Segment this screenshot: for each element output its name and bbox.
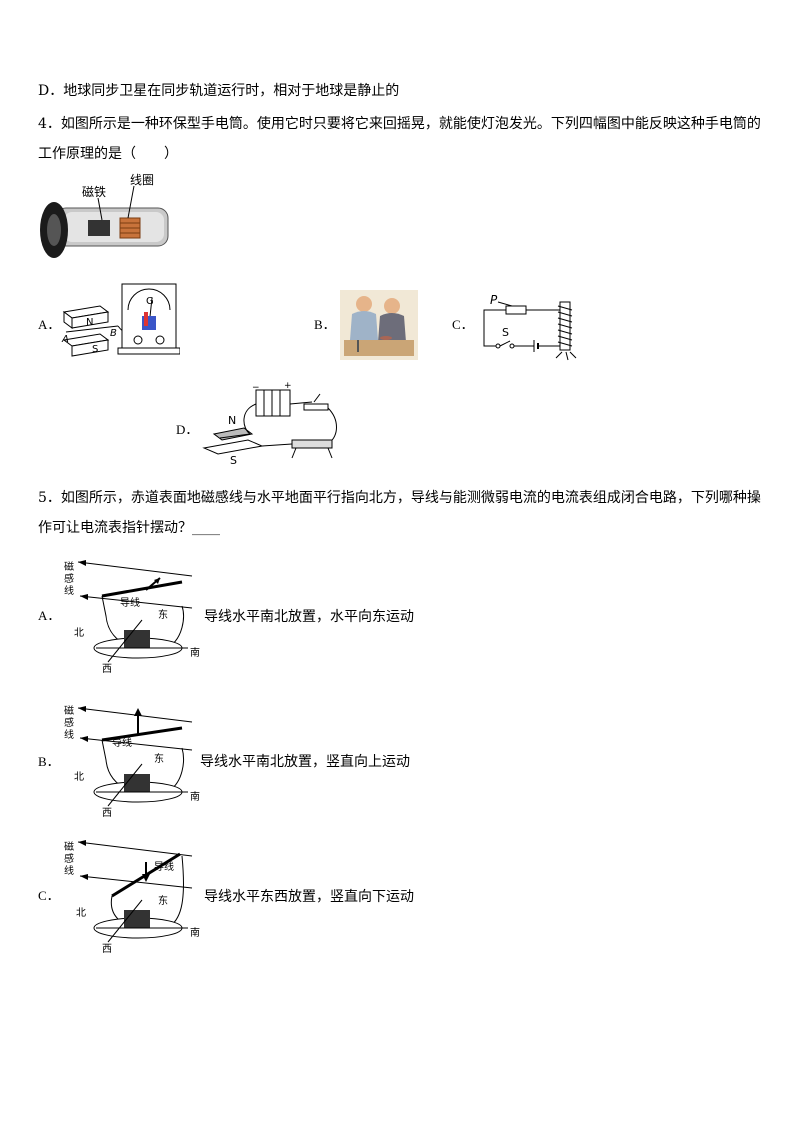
d-north-label: N xyxy=(228,414,236,427)
west-label: 西 xyxy=(102,944,112,955)
q5-option-c-text: 导线水平东西放置，竖直向下运动 xyxy=(204,889,414,905)
field-label-char: 磁 xyxy=(64,560,74,573)
field-label-char: 线 xyxy=(64,728,74,741)
q5-stem-line1: 5．如图所示，赤道表面地磁感线与水平地面平行指向北方，导线与能测微弱电流的电流表… xyxy=(38,490,761,506)
wire-label: 导线 xyxy=(120,596,140,609)
q4-option-b-figure xyxy=(340,290,418,360)
q4-option-d-figure: − + N S xyxy=(202,381,337,467)
magnet-label: 磁铁 xyxy=(82,184,106,199)
d-minus-label: − xyxy=(252,383,260,393)
q4-option-d-letter[interactable]: D． xyxy=(176,422,199,437)
q5-stem-line2: 作可让电流表指针摆动？____ xyxy=(38,520,220,536)
east-label: 东 xyxy=(158,894,168,907)
field-label-char: 线 xyxy=(64,584,74,597)
q5-option-a-letter[interactable]: A． xyxy=(38,608,61,623)
q5-option-b-figure: 磁 感 线 导线 东 北 南 西 xyxy=(64,704,200,819)
q4-option-a-letter[interactable]: A． xyxy=(38,317,61,332)
west-label: 西 xyxy=(102,664,112,675)
a-north-label: N xyxy=(86,317,93,328)
q3-option-d: D．地球同步卫星在同步轨道运行时，相对于地球是静止的 xyxy=(38,83,400,99)
north-label: 北 xyxy=(76,907,86,919)
q4-stem-line1: 4．如图所示是一种环保型手电筒。使用它时只要将它来回摇晃，就能使灯泡发光。下列四… xyxy=(38,116,761,132)
q4-option-c-letter[interactable]: C． xyxy=(452,317,474,332)
north-label: 北 xyxy=(74,771,84,783)
c-switch-label: S xyxy=(502,326,509,339)
field-label-char: 感 xyxy=(64,716,74,729)
east-label: 东 xyxy=(154,752,164,765)
q4-stem-line2: 工作原理的是（ ） xyxy=(38,146,178,162)
a-south-label: S xyxy=(92,344,98,355)
a-point-b-label: B xyxy=(110,328,117,339)
field-label-char: 感 xyxy=(64,572,74,585)
a-point-a-label: A xyxy=(61,334,69,345)
field-label-char: 磁 xyxy=(64,704,74,717)
wire-label: 导线 xyxy=(154,860,174,873)
q5-option-c-letter[interactable]: C． xyxy=(38,888,60,903)
south-label: 南 xyxy=(190,926,200,939)
wire-label: 导线 xyxy=(112,736,132,749)
q4-option-c-figure: P S xyxy=(483,293,577,361)
q4-option-b-letter[interactable]: B． xyxy=(314,317,336,332)
south-label: 南 xyxy=(190,790,200,803)
north-label: 北 xyxy=(74,627,84,639)
field-label-char: 感 xyxy=(64,852,74,865)
q4-option-a-figure: N S A B G xyxy=(61,283,180,357)
a-galvanometer-label: G xyxy=(146,296,154,307)
west-label: 西 xyxy=(102,808,112,819)
d-south-label: S xyxy=(230,454,237,467)
q5-option-b-letter[interactable]: B． xyxy=(38,754,60,769)
q5-option-a-text: 导线水平南北放置，水平向东运动 xyxy=(204,609,414,625)
east-label: 东 xyxy=(158,608,168,621)
flashlight-figure: 磁铁 线圈 xyxy=(40,173,169,258)
q5-option-c-figure: 磁 感 线 导线 东 北 南 西 xyxy=(64,840,200,955)
field-label-char: 线 xyxy=(64,864,74,877)
c-rheostat-label: P xyxy=(490,293,498,307)
coil-label: 线圈 xyxy=(130,173,154,187)
q5-option-b-text: 导线水平南北放置，竖直向上运动 xyxy=(200,754,410,770)
d-plus-label: + xyxy=(284,381,292,391)
q5-option-a-figure: 磁 感 线 导线 东 北 南 西 xyxy=(64,560,200,675)
south-label: 南 xyxy=(190,646,200,659)
field-label-char: 磁 xyxy=(64,840,74,853)
